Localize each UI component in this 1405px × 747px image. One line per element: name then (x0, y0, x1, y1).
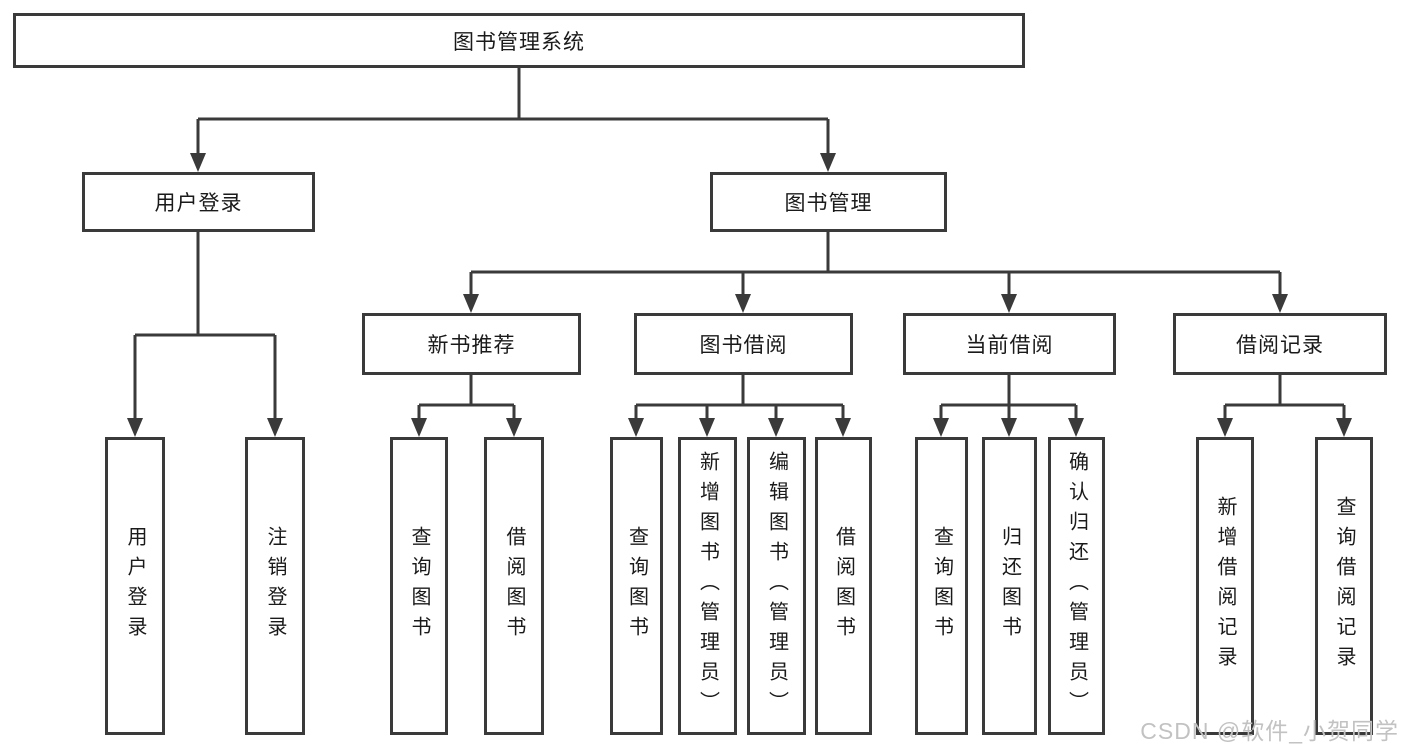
node-borrowing-records: 借阅记录 (1173, 313, 1387, 375)
connector-arrowheads (127, 153, 1352, 437)
node-logout: 注销登录 (245, 437, 305, 735)
node-borrow-books-recommend: 借阅图书 (484, 437, 544, 735)
node-label: 图书管理系统 (453, 30, 585, 54)
node-new-book-recommend: 新书推荐 (362, 313, 581, 375)
node-label: 查询借阅记录 (1333, 496, 1355, 676)
node-borrow-books-leaf: 借阅图书 (815, 437, 872, 735)
node-label: 查询图书 (930, 526, 953, 646)
node-label: 编辑图书（管理员） (765, 451, 788, 721)
node-book-borrowing: 图书借阅 (634, 313, 853, 375)
node-label: 归还图书 (998, 526, 1021, 646)
node-label: 确认归还（管理员） (1065, 451, 1088, 721)
node-add-borrow-record: 新增借阅记录 (1196, 437, 1254, 735)
node-confirm-return-admin: 确认归还（管理员） (1048, 437, 1105, 735)
node-label: 图书管理 (784, 192, 873, 215)
node-label: 当前借阅 (965, 334, 1054, 357)
node-user-login: 用户登录 (82, 172, 315, 232)
node-library-system: 图书管理系统 (13, 13, 1025, 68)
node-label: 用户登录 (154, 192, 243, 215)
node-current-borrowing: 当前借阅 (903, 313, 1116, 375)
node-label: 新增图书（管理员） (696, 451, 719, 721)
node-book-management: 图书管理 (710, 172, 947, 232)
node-return-books: 归还图书 (982, 437, 1037, 735)
node-label: 用户登录 (124, 526, 146, 646)
node-query-books-borrowing: 查询图书 (610, 437, 663, 735)
node-label: 借阅记录 (1236, 334, 1324, 357)
connector-paths (133, 68, 1346, 420)
node-query-borrow-record: 查询借阅记录 (1315, 437, 1373, 735)
node-add-books-admin: 新增图书（管理员） (678, 437, 737, 735)
node-label: 新增借阅记录 (1214, 496, 1236, 676)
node-label: 新书推荐 (427, 334, 516, 357)
node-query-books-current: 查询图书 (915, 437, 968, 735)
node-label: 查询图书 (625, 526, 648, 646)
node-label: 图书借阅 (699, 334, 788, 357)
node-label: 借阅图书 (832, 526, 855, 646)
node-label: 查询图书 (408, 526, 430, 646)
node-query-books-recommend: 查询图书 (390, 437, 448, 735)
node-label: 借阅图书 (503, 526, 525, 646)
node-label: 注销登录 (264, 526, 286, 646)
node-user-login-leaf: 用户登录 (105, 437, 165, 735)
node-edit-books-admin: 编辑图书（管理员） (747, 437, 806, 735)
